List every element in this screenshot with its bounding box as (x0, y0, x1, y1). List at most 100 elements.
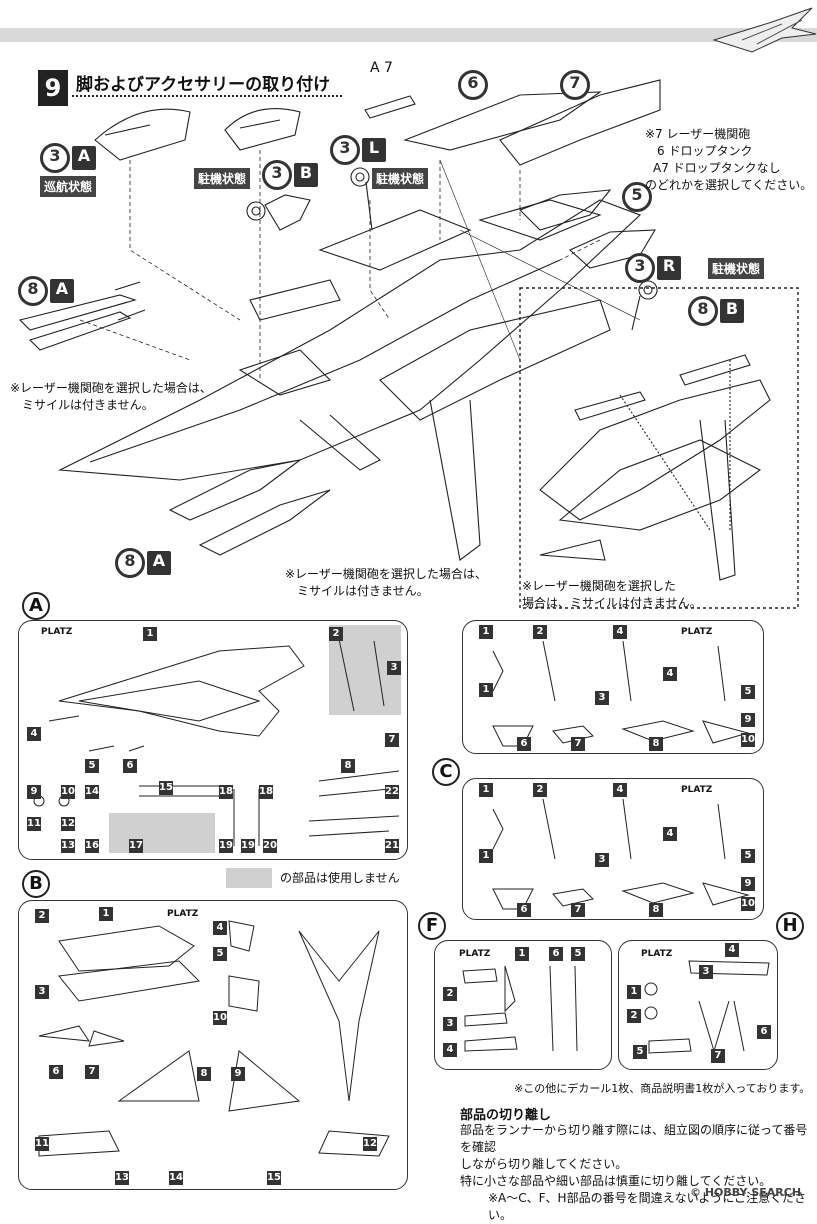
part-number: 7 (571, 737, 585, 751)
part-number: 1 (143, 627, 157, 641)
step-title: 脚およびアクセサリーの取り付け (76, 75, 331, 95)
missile-note-right: ※レーザー機関砲を選択した 場合は、ミサイルは付きません。 (522, 579, 702, 610)
part-number: 17 (129, 839, 143, 853)
part-number: 6 (517, 903, 531, 917)
part-number: 3 (699, 965, 713, 979)
part-number: 5 (633, 1045, 647, 1059)
part-number: 2 (443, 987, 457, 1001)
runner-f-parts (462, 965, 578, 1052)
part-number: 2 (329, 627, 343, 641)
unused-legend-swatch (226, 868, 272, 888)
sheet-label-a: A (22, 592, 50, 620)
unused-parts-area (109, 813, 215, 853)
jet-silhouette-icon (712, 7, 817, 53)
part-number: 1 (515, 947, 529, 961)
part-number: 3 (443, 1017, 457, 1031)
runner-b-parts (38, 920, 390, 1157)
part-number: 14 (85, 785, 99, 799)
part-number: 15 (267, 1171, 281, 1185)
runner-f: PLATZ 1 2 3 4 5 6 (434, 940, 612, 1070)
part-number: 2 (533, 783, 547, 797)
part-number: 8 (649, 737, 663, 751)
part-number: 9 (231, 1067, 245, 1081)
choice-note: ※7 レーザー機関砲 6 ドロップタンク A7 ドロップタンクなし のどれかを選… (645, 127, 813, 192)
part-number: 8 (197, 1067, 211, 1081)
part-number: 7 (385, 733, 399, 747)
runner-a-parts (33, 638, 400, 846)
runner-logo: PLATZ (41, 627, 73, 637)
part-number: 7 (571, 903, 585, 917)
part-number: 4 (613, 783, 627, 797)
part-number: 21 (385, 839, 399, 853)
state-parked-r: 駐機状態 (708, 258, 765, 279)
part-number: 1 (479, 683, 493, 697)
part-number: 5 (85, 759, 99, 773)
part-number: 9 (741, 713, 755, 727)
state-cruise: 巡航状態 (40, 176, 97, 197)
part-badge-6: 6 (458, 70, 488, 100)
sheet-label-c: C (432, 758, 460, 786)
sheet-label-b: B (22, 870, 50, 898)
part-label-a7: A 7 (370, 60, 393, 76)
part-number: 22 (385, 785, 399, 799)
part-number: 18 (219, 785, 233, 799)
part-number: 12 (61, 817, 75, 831)
part-number: 8 (341, 759, 355, 773)
sheet-label-f: F (418, 912, 446, 940)
footer-title: 部品の切り離し (460, 1108, 552, 1123)
part-number: 5 (213, 947, 227, 961)
runner-h: PLATZ 4 3 1 2 6 5 7 (618, 940, 778, 1070)
part-number: 4 (663, 827, 677, 841)
sheet-label-h: H (776, 912, 804, 940)
part-number: 1 (99, 907, 113, 921)
part-number: 4 (613, 625, 627, 639)
runner-a: PLATZ 1 2 3 4 5 6 7 8 9 10 11 12 13 14 1… (18, 620, 408, 860)
part-badge-7: 7 (560, 70, 590, 100)
state-parked-b: 駐機状態 (194, 168, 251, 189)
part-number: 5 (571, 947, 585, 961)
part-number: 4 (443, 1043, 457, 1057)
part-number: 10 (61, 785, 75, 799)
part-number: 5 (741, 849, 755, 863)
part-number: 16 (85, 839, 99, 853)
part-number: 9 (741, 877, 755, 891)
runner-c-parts (492, 798, 750, 910)
part-number: 10 (213, 1011, 227, 1025)
part-number: 6 (123, 759, 137, 773)
part-number: 8 (649, 903, 663, 917)
part-number: 10 (741, 733, 755, 747)
header-bar (0, 28, 817, 42)
part-number: 3 (35, 985, 49, 999)
footer-text: 部品をランナーから切り離す際には、組立図の順序に従って番号を確認 しながら切り離… (460, 1123, 808, 1222)
part-number: 9 (27, 785, 41, 799)
part-number: 3 (595, 691, 609, 705)
part-number: 1 (627, 985, 641, 999)
runner-b: PLATZ 2 1 3 4 5 10 6 7 8 9 11 12 13 14 1… (18, 900, 408, 1190)
runner-c-top-parts (492, 640, 750, 747)
part-number: 1 (479, 849, 493, 863)
part-number: 10 (741, 897, 755, 911)
watermark: © HOBBY SEARCH (690, 1186, 802, 1199)
assembly-illustration (18, 79, 799, 609)
part-number: 4 (213, 921, 227, 935)
part-number: 12 (363, 1137, 377, 1151)
part-number: 11 (27, 817, 41, 831)
part-number: 2 (533, 625, 547, 639)
part-number: 19 (241, 839, 255, 853)
part-number: 13 (115, 1171, 129, 1185)
part-number: 3 (387, 661, 401, 675)
part-number: 4 (27, 727, 41, 741)
part-number: 14 (169, 1171, 183, 1185)
step-divider (72, 95, 342, 97)
part-number: 19 (219, 839, 233, 853)
part-number: 4 (663, 667, 677, 681)
part-number: 20 (263, 839, 277, 853)
part-number: 15 (159, 781, 173, 795)
part-badge-5: 5 (622, 182, 652, 212)
runner-h-parts (644, 960, 770, 1054)
